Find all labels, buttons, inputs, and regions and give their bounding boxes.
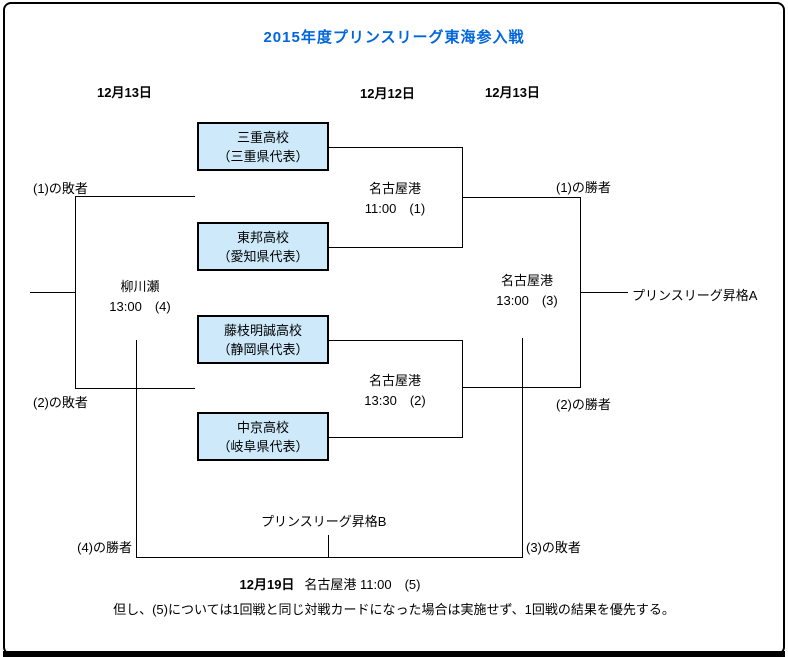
- team-name: 三重高校: [236, 129, 289, 145]
- final-match-label: 12月19日名古屋港 11:00 (5): [160, 574, 500, 593]
- match3-label: 名古屋港 13:00 (3): [477, 271, 577, 311]
- team-box-mie: 三重高校 （三重県代表）: [197, 122, 329, 171]
- label-promotion-b: プリンスリーグ昇格B: [261, 514, 387, 529]
- date-header-right: 12月13日: [485, 85, 540, 100]
- label-loser-of-2: (2)の敗者: [33, 395, 88, 410]
- match3-venue: 名古屋港: [500, 273, 553, 288]
- final-match-date: 12月19日: [239, 577, 295, 592]
- winner2-line: [462, 387, 581, 388]
- winner4-drop-line: [136, 340, 137, 558]
- final-match-detail: 名古屋港 11:00 (5): [304, 577, 421, 592]
- team-name: 藤枝明誠高校: [223, 322, 302, 338]
- label-loser-of-1: (1)の敗者: [33, 181, 88, 196]
- team-name: 中京高校: [236, 419, 289, 435]
- label-promotion-a: プリンスリーグ昇格A: [632, 288, 758, 303]
- team-representative: （三重県代表）: [217, 148, 309, 164]
- match2-venue: 名古屋港: [368, 373, 421, 388]
- match2-label: 名古屋港 13:30 (2): [345, 371, 445, 411]
- label-winner-of-4: (4)の勝者: [77, 540, 132, 555]
- promotion-a-line: [580, 292, 628, 293]
- match3-time: 13:00 (3): [496, 293, 558, 308]
- bottom-border-bar: [3, 651, 785, 657]
- connector-team3-line: [329, 340, 462, 341]
- match1-time: 11:00 (1): [364, 201, 426, 216]
- match4-venue: 柳川瀬: [120, 279, 160, 294]
- match4-time: 13:00 (4): [109, 299, 171, 314]
- loser3-drop-line: [522, 338, 523, 558]
- date-header-left: 12月13日: [97, 85, 152, 100]
- promotion-b-connector-line: [328, 535, 329, 558]
- match2-time: 13:30 (2): [364, 393, 426, 408]
- team-name: 東邦高校: [236, 229, 289, 245]
- connector-team4-line: [329, 437, 462, 438]
- date-header-middle: 12月12日: [360, 86, 415, 101]
- team-box-chukyo: 中京高校 （岐阜県代表）: [197, 412, 329, 461]
- loser2-line: [75, 388, 195, 389]
- page-title: 2015年度プリンスリーグ東海参入戦: [263, 29, 525, 46]
- match4-label: 柳川瀬 13:00 (4): [90, 277, 190, 317]
- footnote: 但し、(5)については1回戦と同じ対戦カードになった場合は実施せず、1回戦の結果…: [113, 602, 675, 617]
- loser1-line: [75, 196, 195, 197]
- team-representative: （愛知県代表）: [217, 248, 309, 264]
- team-box-fujieda-meisei: 藤枝明誠高校 （静岡県代表）: [197, 315, 329, 364]
- team-box-toho: 東邦高校 （愛知県代表）: [197, 222, 329, 271]
- match1-label: 名古屋港 11:00 (1): [345, 179, 445, 219]
- connector-team1-line: [329, 147, 462, 148]
- label-winner-of-1: (1)の勝者: [556, 180, 611, 195]
- match5-bottom-line: [136, 557, 523, 558]
- team-representative: （静岡県代表）: [217, 341, 309, 357]
- match1-venue: 名古屋港: [368, 181, 421, 196]
- label-winner-of-2: (2)の勝者: [556, 397, 611, 412]
- match2-bracket-line: [462, 340, 463, 438]
- connector-team2-line: [329, 247, 462, 248]
- label-loser-of-3: (3)の敗者: [526, 540, 581, 555]
- match4-output-line: [30, 292, 76, 293]
- team-representative: （岐阜県代表）: [217, 438, 309, 454]
- winner1-line: [462, 197, 581, 198]
